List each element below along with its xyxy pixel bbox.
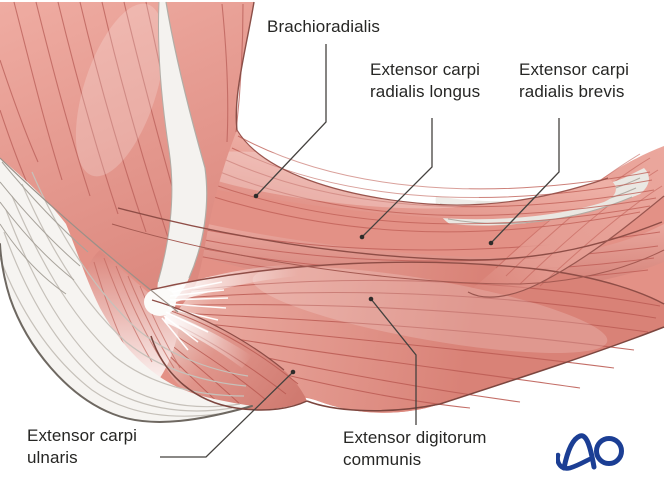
label-extensor-carpi-radialis-brevis: Extensor carpi radialis brevis	[519, 60, 630, 101]
leader-dots	[253, 193, 494, 375]
label-extensor-carpi-ulnaris: Extensor carpi ulnaris	[27, 426, 138, 467]
ao-logo-a	[561, 433, 597, 471]
label-brachioradialis: Brachioradialis	[267, 17, 380, 36]
ao-logo-o	[594, 436, 624, 466]
arm-outline	[0, 243, 253, 423]
ao-logo-a-bar	[556, 452, 593, 471]
muscle-boundaries	[0, 1, 665, 412]
ao-logo	[556, 433, 624, 471]
triceps-tendon-band	[0, 158, 253, 423]
label-extensor-digitorum-communis: Extensor digitorum communis	[343, 428, 487, 469]
label-extensor-carpi-radialis-longus: Extensor carpi radialis longus	[370, 60, 481, 101]
common-extensor-origin-fan	[144, 264, 298, 368]
intermuscular-tendon-strip	[157, 1, 208, 306]
leader-line-ecrb	[490, 118, 560, 244]
leader-line-brachioradialis	[255, 44, 327, 197]
leader-line-edc	[370, 298, 417, 425]
leader-line-ecrl	[361, 118, 433, 238]
anconeus-wedge	[86, 250, 181, 394]
leader-lines	[160, 44, 560, 458]
leader-line-ecu	[160, 371, 294, 458]
